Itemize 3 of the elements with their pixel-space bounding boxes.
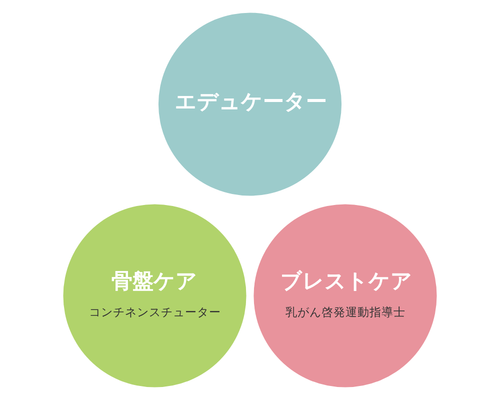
node-circle: ブレストケア 乳がん啓発運動指導士 (254, 204, 437, 388)
node-circle: エデュケーター (158, 12, 342, 196)
node-circle: 骨盤ケア コンチネンスチューター (63, 204, 246, 388)
